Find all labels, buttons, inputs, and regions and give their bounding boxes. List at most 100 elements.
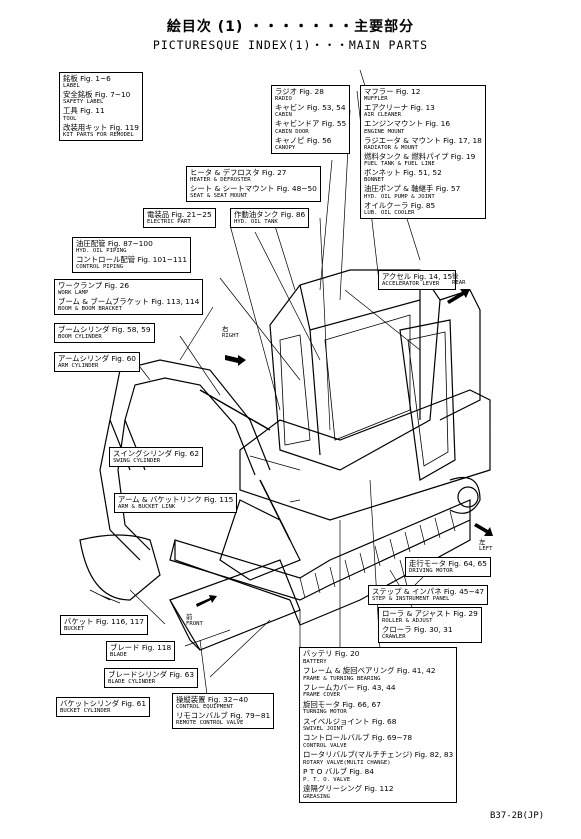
hyd-oil-tank-box: 作動油タンク Fig. 86 HYD. OIL TANK: [230, 208, 310, 229]
label-item-en: BOOM CYLINDER: [58, 334, 102, 341]
label-item-en: HYD. OIL TANK: [234, 219, 278, 226]
label-item: キャビンドア Fig. 55: [275, 119, 347, 129]
label-item-en: ELECTRIC PART: [147, 219, 191, 226]
crawler-track-front: [289, 520, 471, 626]
label-item: コントロールバルブ Fig. 69~78: [303, 733, 413, 743]
label-item: バケットシリンダ Fig. 61: [60, 699, 147, 708]
label-item-en: BATTERY: [303, 658, 327, 665]
front-arrow-icon: [196, 595, 217, 607]
page-title: 絵目次 (1) ・・・・・・・主要部分: [166, 19, 415, 35]
direction-right: 右 RIGHT: [222, 325, 239, 340]
label-item: アクセル Fig. 14, 15: [382, 272, 453, 281]
bucket-box: バケット Fig. 116, 117 BUCKET: [60, 615, 148, 636]
label-item-en: CONTROL PIPING: [76, 264, 124, 271]
label-item-en: P. T. O. VALVE: [303, 776, 351, 783]
label-item: ワークランプ Fig. 26: [58, 281, 130, 290]
label-item-en: TURNING MOTOR: [303, 709, 347, 716]
label-item-en: TOOL: [63, 115, 77, 122]
label-item: 電装品 Fig. 21~25: [147, 210, 212, 219]
label-item: ブームシリンダ Fig. 58, 59: [58, 325, 151, 334]
crawler-track: [169, 499, 471, 601]
label-item-en: KIT PARTS FOR REMODEL: [63, 131, 134, 138]
direction-rear-en: REAR: [452, 280, 466, 286]
direction-front-jp: 前: [186, 613, 193, 621]
label-item: バケット Fig. 116, 117: [64, 617, 144, 626]
label-item: ブレードシリンダ Fig. 63: [108, 670, 195, 679]
label-item-en: BUCKET: [64, 626, 85, 633]
label-item-en: FRAME COVER: [303, 692, 341, 699]
work-lamp-boom-box: ワークランプ Fig. 26 WORK LAMP ブーム & ブームブラケット …: [54, 279, 204, 316]
label-item: P T O バルブ Fig. 84: [303, 767, 374, 777]
blade-cylinder-box: ブレードシリンダ Fig. 63 BLADE CYLINDER: [104, 668, 199, 689]
label-item-en: HEATER & DEFROSTER: [190, 177, 251, 184]
label-item-en: REMOTE CONTROL VALVE: [176, 720, 244, 727]
label-item-en: BUCKET CYLINDER: [60, 708, 111, 715]
label-item: エアクリーナ Fig. 13: [364, 103, 435, 113]
label-item: ヒータ & デフロスタ Fig. 27: [190, 168, 287, 177]
label-item: ブーム & ブームブラケット Fig. 113, 114: [58, 297, 200, 307]
direction-left-en: LEFT: [479, 546, 493, 552]
label-item-en: DRIVING MOTOR: [409, 568, 453, 575]
label-item: 工具 Fig. 11: [63, 106, 105, 116]
label-item: 安全銘板 Fig. 7~10: [63, 90, 131, 100]
label-item: 走行モータ Fig. 64, 65: [409, 559, 487, 568]
label-item: フレームカバー Fig. 43, 44: [303, 682, 396, 692]
label-item: ステップ & インパネ Fig. 45~47: [372, 587, 485, 596]
label-item: バッテリ Fig. 20: [303, 649, 360, 658]
label-item-en: BOOM & BOOM BRACKET: [58, 306, 122, 313]
label-item: フレーム & 旋回ベアリング Fig. 41, 42: [303, 665, 436, 675]
label-item: マフラー Fig. 12: [364, 87, 421, 96]
label-item-en: HYD. OIL PIPING: [76, 248, 127, 255]
label-item: 油圧配管 Fig. 87~100: [76, 239, 153, 248]
label-item-en: WORK LAMP: [58, 290, 89, 297]
label-item: シート & シートマウント Fig. 48~50: [190, 184, 317, 194]
label-item: ローラ & アジャスト Fig. 29: [382, 609, 478, 618]
accelerator-box: アクセル Fig. 14, 15 ACCELERATOR LEVER: [378, 270, 457, 291]
label-parts-box: 銘板 Fig. 1~6 LABEL 安全銘板 Fig. 7~10 SAFETY …: [59, 72, 143, 141]
label-item-en: ROLLER & ADJUST: [382, 618, 433, 625]
label-item-en: ARM & BUCKET LINK: [118, 504, 176, 511]
direction-rear-jp: 後: [452, 272, 459, 280]
blade: [169, 559, 301, 651]
radio-cabin-box: ラジオ Fig. 28 RADIO キャビン Fig. 53, 54 CABIN…: [271, 85, 351, 154]
label-item: ボンネット Fig. 51, 52: [364, 168, 442, 178]
label-item: アーム & バケットリンク Fig. 115: [118, 495, 234, 504]
direction-left-jp: 左: [479, 538, 486, 546]
rear-arrow-icon: [447, 289, 470, 304]
label-item-en: FUEL TANK & FUEL LINE: [364, 161, 435, 168]
driving-motor-box: 走行モータ Fig. 64, 65 DRIVING MOTOR: [405, 557, 491, 578]
direction-rear: 後 REAR: [452, 272, 465, 287]
label-item: 銘板 Fig. 1~6: [63, 74, 111, 83]
label-item: リモコンバルブ Fig. 79~81: [176, 711, 271, 721]
label-item-en: SAFETY LABEL: [63, 99, 104, 106]
engine-parts-box: マフラー Fig. 12 MUFFLER エアクリーナ Fig. 13 AIR …: [360, 85, 486, 219]
label-item-en: CANOPY: [275, 144, 296, 151]
label-item-en: CONTROL VALVE: [303, 743, 347, 750]
direction-front: 前 FRONT: [186, 613, 203, 628]
label-item: クローラ Fig. 30, 31: [382, 625, 453, 635]
direction-left: 左 LEFT: [479, 538, 492, 553]
label-item-en: SWIVEL JOINT: [303, 726, 344, 733]
blade-box: ブレード Fig. 118 BLADE: [106, 641, 176, 662]
label-item-en: ROTARY VALVE(MULTI CHANGE): [303, 759, 391, 766]
label-item: 遠隔グリーシング Fig. 112: [303, 784, 394, 794]
label-item-en: SEAT & SEAT MOUNT: [190, 193, 248, 200]
label-item: キャノピ Fig. 56: [275, 135, 332, 145]
label-item-en: LUB. OIL COOLER: [364, 209, 415, 216]
bucket-cylinder-box: バケットシリンダ Fig. 61 BUCKET CYLINDER: [56, 697, 151, 718]
label-item-en: ARM CYLINDER: [58, 363, 99, 370]
label-item: ロータリバルブ(マルチチェンジ) Fig. 82, 83: [303, 750, 454, 760]
label-item: 旋回モータ Fig. 66, 67: [303, 699, 381, 709]
direction-right-en: RIGHT: [222, 333, 239, 339]
label-item: 燃料タンク & 燃料パイプ Fig. 19: [364, 151, 476, 161]
label-item-en: CABIN: [275, 112, 292, 119]
bucket: [79, 534, 161, 601]
electric-part-box: 電装品 Fig. 21~25 ELECTRIC PART: [143, 208, 216, 229]
engine-hood: [439, 289, 481, 421]
label-item-en: FRAME & TURNING BEARING: [303, 675, 381, 682]
label-item: ラジエータ & マウント Fig. 17, 18: [364, 135, 482, 145]
label-item-en: BONNET: [364, 177, 385, 184]
step-panel-box: ステップ & インパネ Fig. 45~47 STEP & INSTRUMENT…: [368, 585, 489, 606]
label-item-en: RADIATOR & MOUNT: [364, 144, 418, 151]
label-item-en: CABIN DOOR: [275, 128, 309, 135]
